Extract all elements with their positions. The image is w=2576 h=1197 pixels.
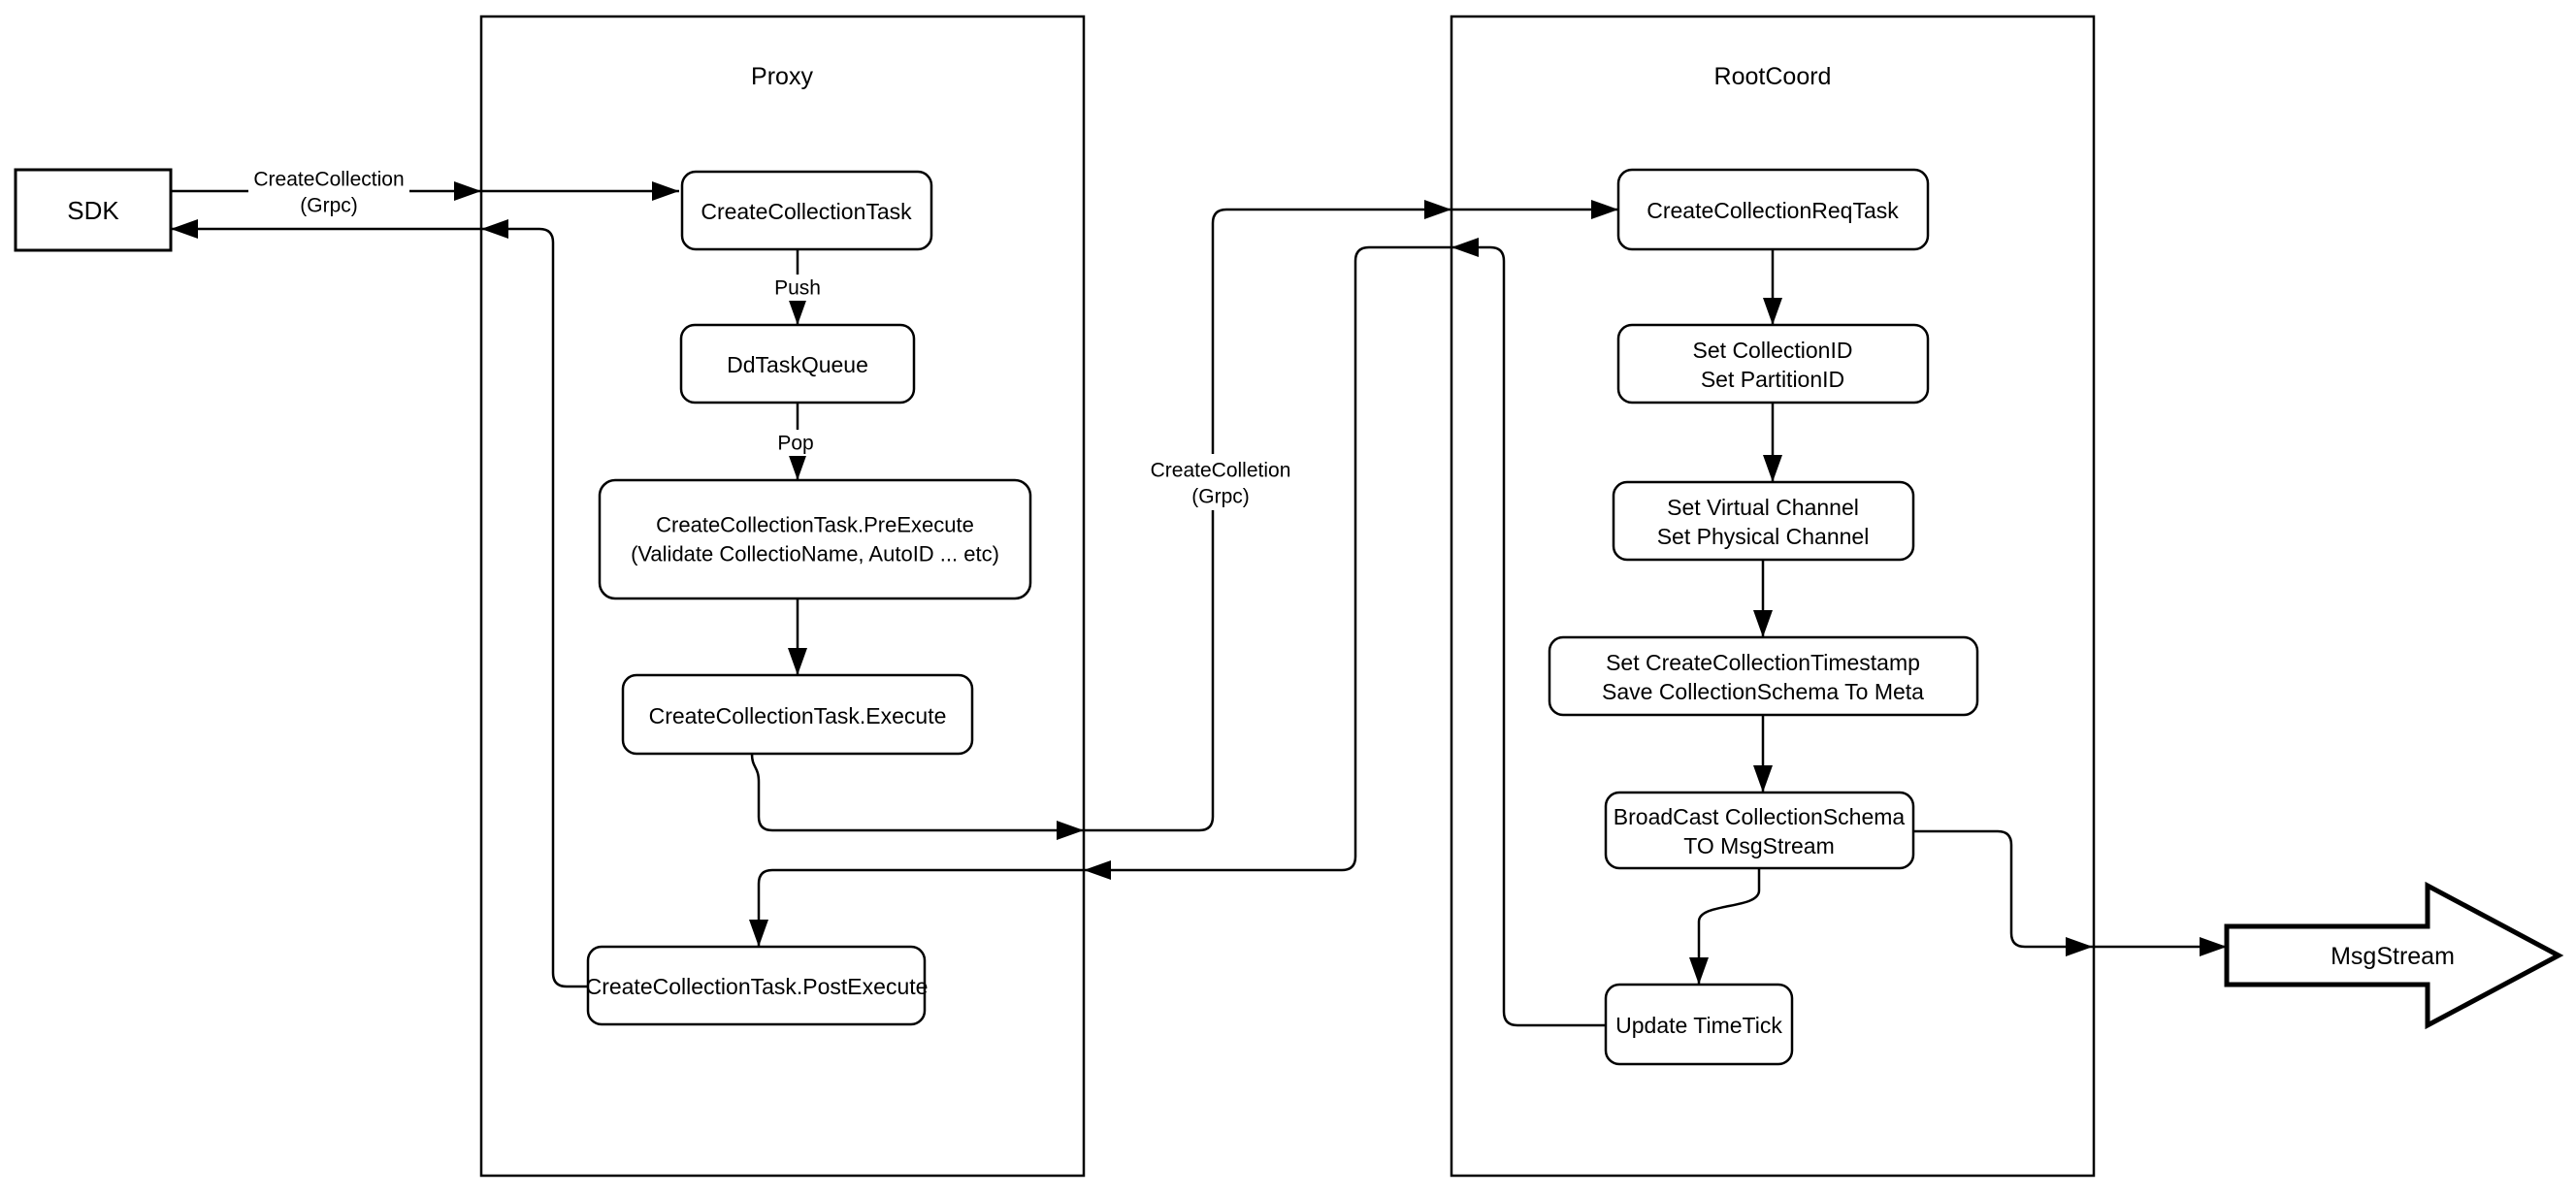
- broadcast-label-line1: BroadCast CollectionSchema: [1614, 804, 1906, 829]
- edge-label-grpc: (Grpc): [300, 195, 358, 217]
- set-collectionid-label-line1: Set CollectionID: [1693, 338, 1853, 363]
- execute-label: CreateCollectionTask.Execute: [649, 703, 947, 728]
- broadcast-label-line2: TO MsgStream: [1683, 833, 1835, 858]
- edge-label-push: Push: [774, 277, 821, 300]
- update-timetick-label: Update TimeTick: [1615, 1013, 1782, 1038]
- create-collection-task-node: [680, 170, 933, 251]
- create-collection-req-task-label: CreateCollectionReqTask: [1647, 198, 1899, 223]
- label-pop: Pop: [773, 430, 818, 456]
- label-background: [248, 165, 409, 219]
- sdk-node-label: SDK: [67, 196, 119, 225]
- msgstream-arrow-shape: [2224, 881, 2564, 1030]
- edge-postexecute-to-sdk: [171, 219, 588, 988]
- pre-execute-label-line1: CreateCollectionTask.PreExecute: [656, 513, 974, 537]
- edge-postexecute-to-proxy-border-segment: [481, 219, 588, 988]
- create-collection-task-label: CreateCollectionTask: [701, 199, 912, 224]
- post-execute-label: CreateCollectionTask.PostExecute: [586, 974, 929, 999]
- edge-timetick-to-rootcoord-border-segment: [1451, 238, 1606, 1027]
- edge-updatetimetick-to-postexecute: [749, 238, 1606, 1027]
- edge-proxy-border-to-postexecute-segment: [749, 868, 1084, 947]
- pre-execute-label-line2: (Validate CollectioName, AutoID ... etc): [631, 542, 999, 566]
- edge-label-createcollection: CreateCollection: [253, 169, 404, 191]
- edge-broadcast-to-updatetimetick: [1689, 868, 1761, 985]
- edge-return-to-proxy-border-segment: [1084, 245, 1451, 880]
- msgstream-label: MsgStream: [2331, 943, 2455, 970]
- edge-grpc-riser-segment: [1084, 200, 1451, 832]
- edge-label-grpc-2: (Grpc): [1191, 486, 1250, 508]
- dd-task-queue-label: DdTaskQueue: [727, 352, 868, 377]
- rootcoord-container-title: RootCoord: [1714, 63, 1832, 90]
- set-channels-label-line1: Set Virtual Channel: [1667, 495, 1859, 520]
- label-background: [1143, 454, 1300, 510]
- label-background: [773, 430, 818, 456]
- sdk-node: [14, 168, 173, 252]
- edge-execute-to-proxy-border-segment: [750, 753, 1084, 840]
- label-create-colletion-grpc: CreateColletion (Grpc): [1143, 454, 1300, 510]
- set-timestamp-label-line2: Save CollectionSchema To Meta: [1602, 679, 1924, 704]
- edge-broadcast-to-rootcoord-border-segment: [1913, 829, 2093, 956]
- edge-label-pop: Pop: [777, 433, 813, 455]
- set-channels-label-line2: Set Physical Channel: [1657, 524, 1870, 549]
- edge-broadcast-to-msgstream: [1913, 829, 2227, 956]
- label-push: Push: [770, 275, 825, 301]
- edge-label-createcolletion: CreateColletion: [1151, 460, 1291, 482]
- pre-execute-node: [598, 478, 1032, 600]
- set-timestamp-label-line1: Set CreateCollectionTimestamp: [1606, 650, 1920, 675]
- label-create-collection-grpc: CreateCollection (Grpc): [248, 165, 409, 219]
- label-background: [770, 275, 825, 301]
- edge-execute-to-reqtask: [750, 200, 1618, 840]
- set-collectionid-label-line2: Set PartitionID: [1701, 367, 1844, 392]
- proxy-container-title: Proxy: [751, 63, 813, 90]
